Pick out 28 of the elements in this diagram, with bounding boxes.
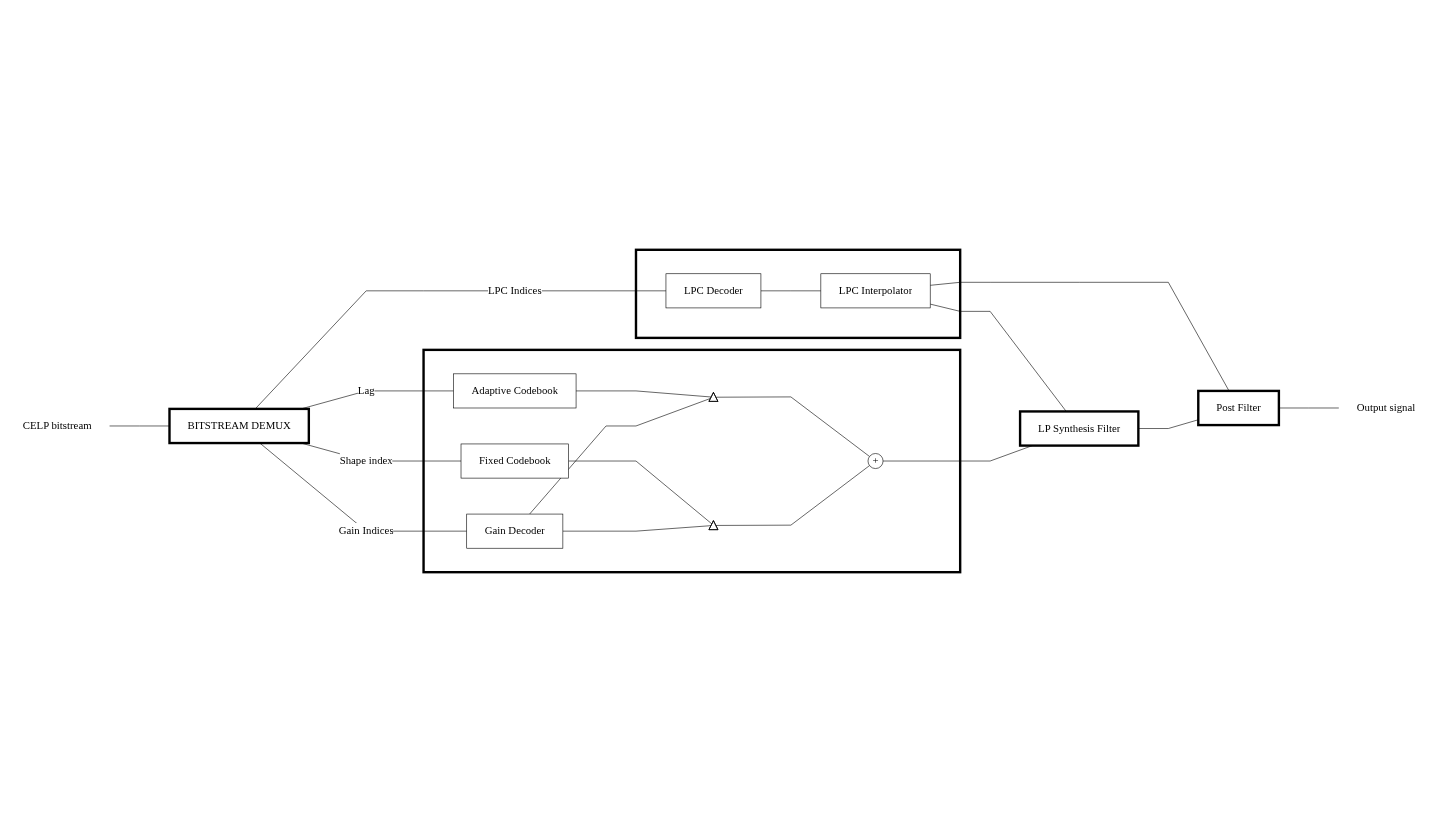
- edge-label: Shape index: [339, 454, 393, 467]
- cluster: [634, 248, 962, 340]
- node-box: LPC Interpolator: [820, 273, 931, 309]
- edge-label: Lag: [357, 384, 375, 397]
- node-box: Adaptive Codebook: [453, 373, 577, 409]
- connector: [575, 390, 712, 398]
- connector: [929, 303, 1067, 412]
- node-circle: +: [867, 453, 884, 469]
- connector: [254, 290, 667, 410]
- connector: [568, 460, 713, 525]
- node-text: Output signal: [1356, 401, 1416, 414]
- node-text: CELP bitstream: [22, 419, 92, 432]
- cluster: [422, 348, 962, 574]
- connector: [529, 397, 712, 515]
- node-box: LP Synthesis Filter: [1018, 410, 1140, 447]
- connector: [715, 396, 870, 457]
- connector: [1278, 407, 1340, 409]
- node-box: LPC Decoder: [665, 273, 762, 309]
- edge-label: LPC Indices: [487, 284, 542, 297]
- connector: [562, 525, 712, 532]
- connector: [1138, 419, 1199, 429]
- edge-label: Gain Indices: [338, 524, 394, 537]
- node-box: Post Filter: [1197, 389, 1281, 427]
- node-box: Gain Decoder: [466, 513, 564, 549]
- connector: [715, 465, 870, 526]
- node-box: BITSTREAM DEMUX: [168, 407, 311, 445]
- connector: [109, 425, 170, 427]
- node-box: Fixed Codebook: [460, 443, 569, 479]
